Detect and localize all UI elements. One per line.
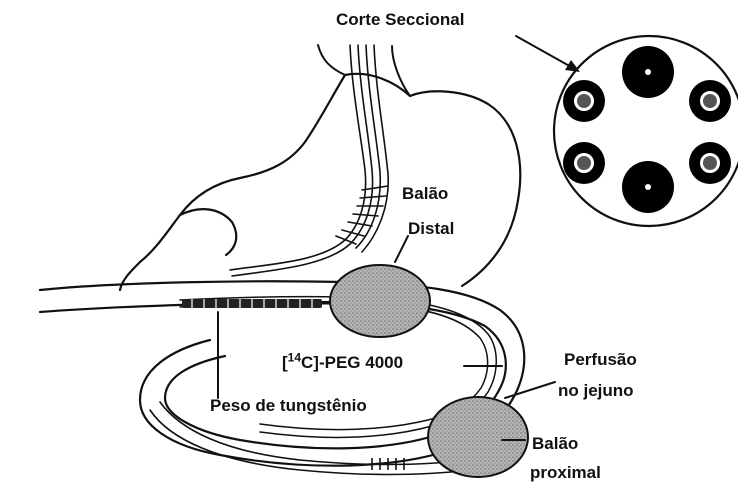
distal-balloon-leader-line bbox=[395, 236, 408, 262]
proximal-balloon-label-line2: proximal bbox=[530, 463, 601, 483]
cross-section-small-lumen-upper-right bbox=[689, 80, 731, 122]
cross-section-small-lumen-lower-right bbox=[689, 142, 731, 184]
cross-section bbox=[554, 36, 738, 226]
cross-section-label: Corte Seccional bbox=[336, 10, 465, 30]
tungsten-weight-label: Peso de tungstênio bbox=[210, 396, 367, 416]
leader-lines bbox=[218, 36, 573, 440]
distal-balloon-label-line2: Distal bbox=[408, 219, 454, 239]
cross-section-arrow-line bbox=[516, 36, 573, 68]
catheter-tubes bbox=[230, 45, 388, 276]
perfusion-label-line2: no jejuno bbox=[558, 381, 634, 401]
tungsten-weight bbox=[182, 299, 322, 308]
perfusion-label-line1: Perfusão bbox=[564, 350, 637, 370]
stomach-outline bbox=[140, 74, 520, 286]
proximal-balloon bbox=[428, 397, 528, 477]
perfusion-leader-line bbox=[505, 382, 555, 398]
peg-label-superscript: 14 bbox=[288, 350, 301, 364]
cross-section-large-lumen-top bbox=[622, 46, 674, 98]
peg-label-rest: C]-PEG 4000 bbox=[301, 353, 403, 372]
cross-section-large-lumen-bottom bbox=[622, 161, 674, 213]
distal-balloon bbox=[330, 265, 430, 337]
cross-section-small-lumen-upper-left bbox=[563, 80, 605, 122]
cross-section-small-lumen-lower-left bbox=[563, 142, 605, 184]
cross-section-arrowhead bbox=[565, 60, 580, 72]
peg-label: [14C]-PEG 4000 bbox=[282, 353, 403, 373]
proximal-balloon-label-line1: Balão bbox=[532, 434, 578, 454]
distal-balloon-label-line1: Balão bbox=[402, 184, 448, 204]
esophagus bbox=[318, 45, 410, 96]
